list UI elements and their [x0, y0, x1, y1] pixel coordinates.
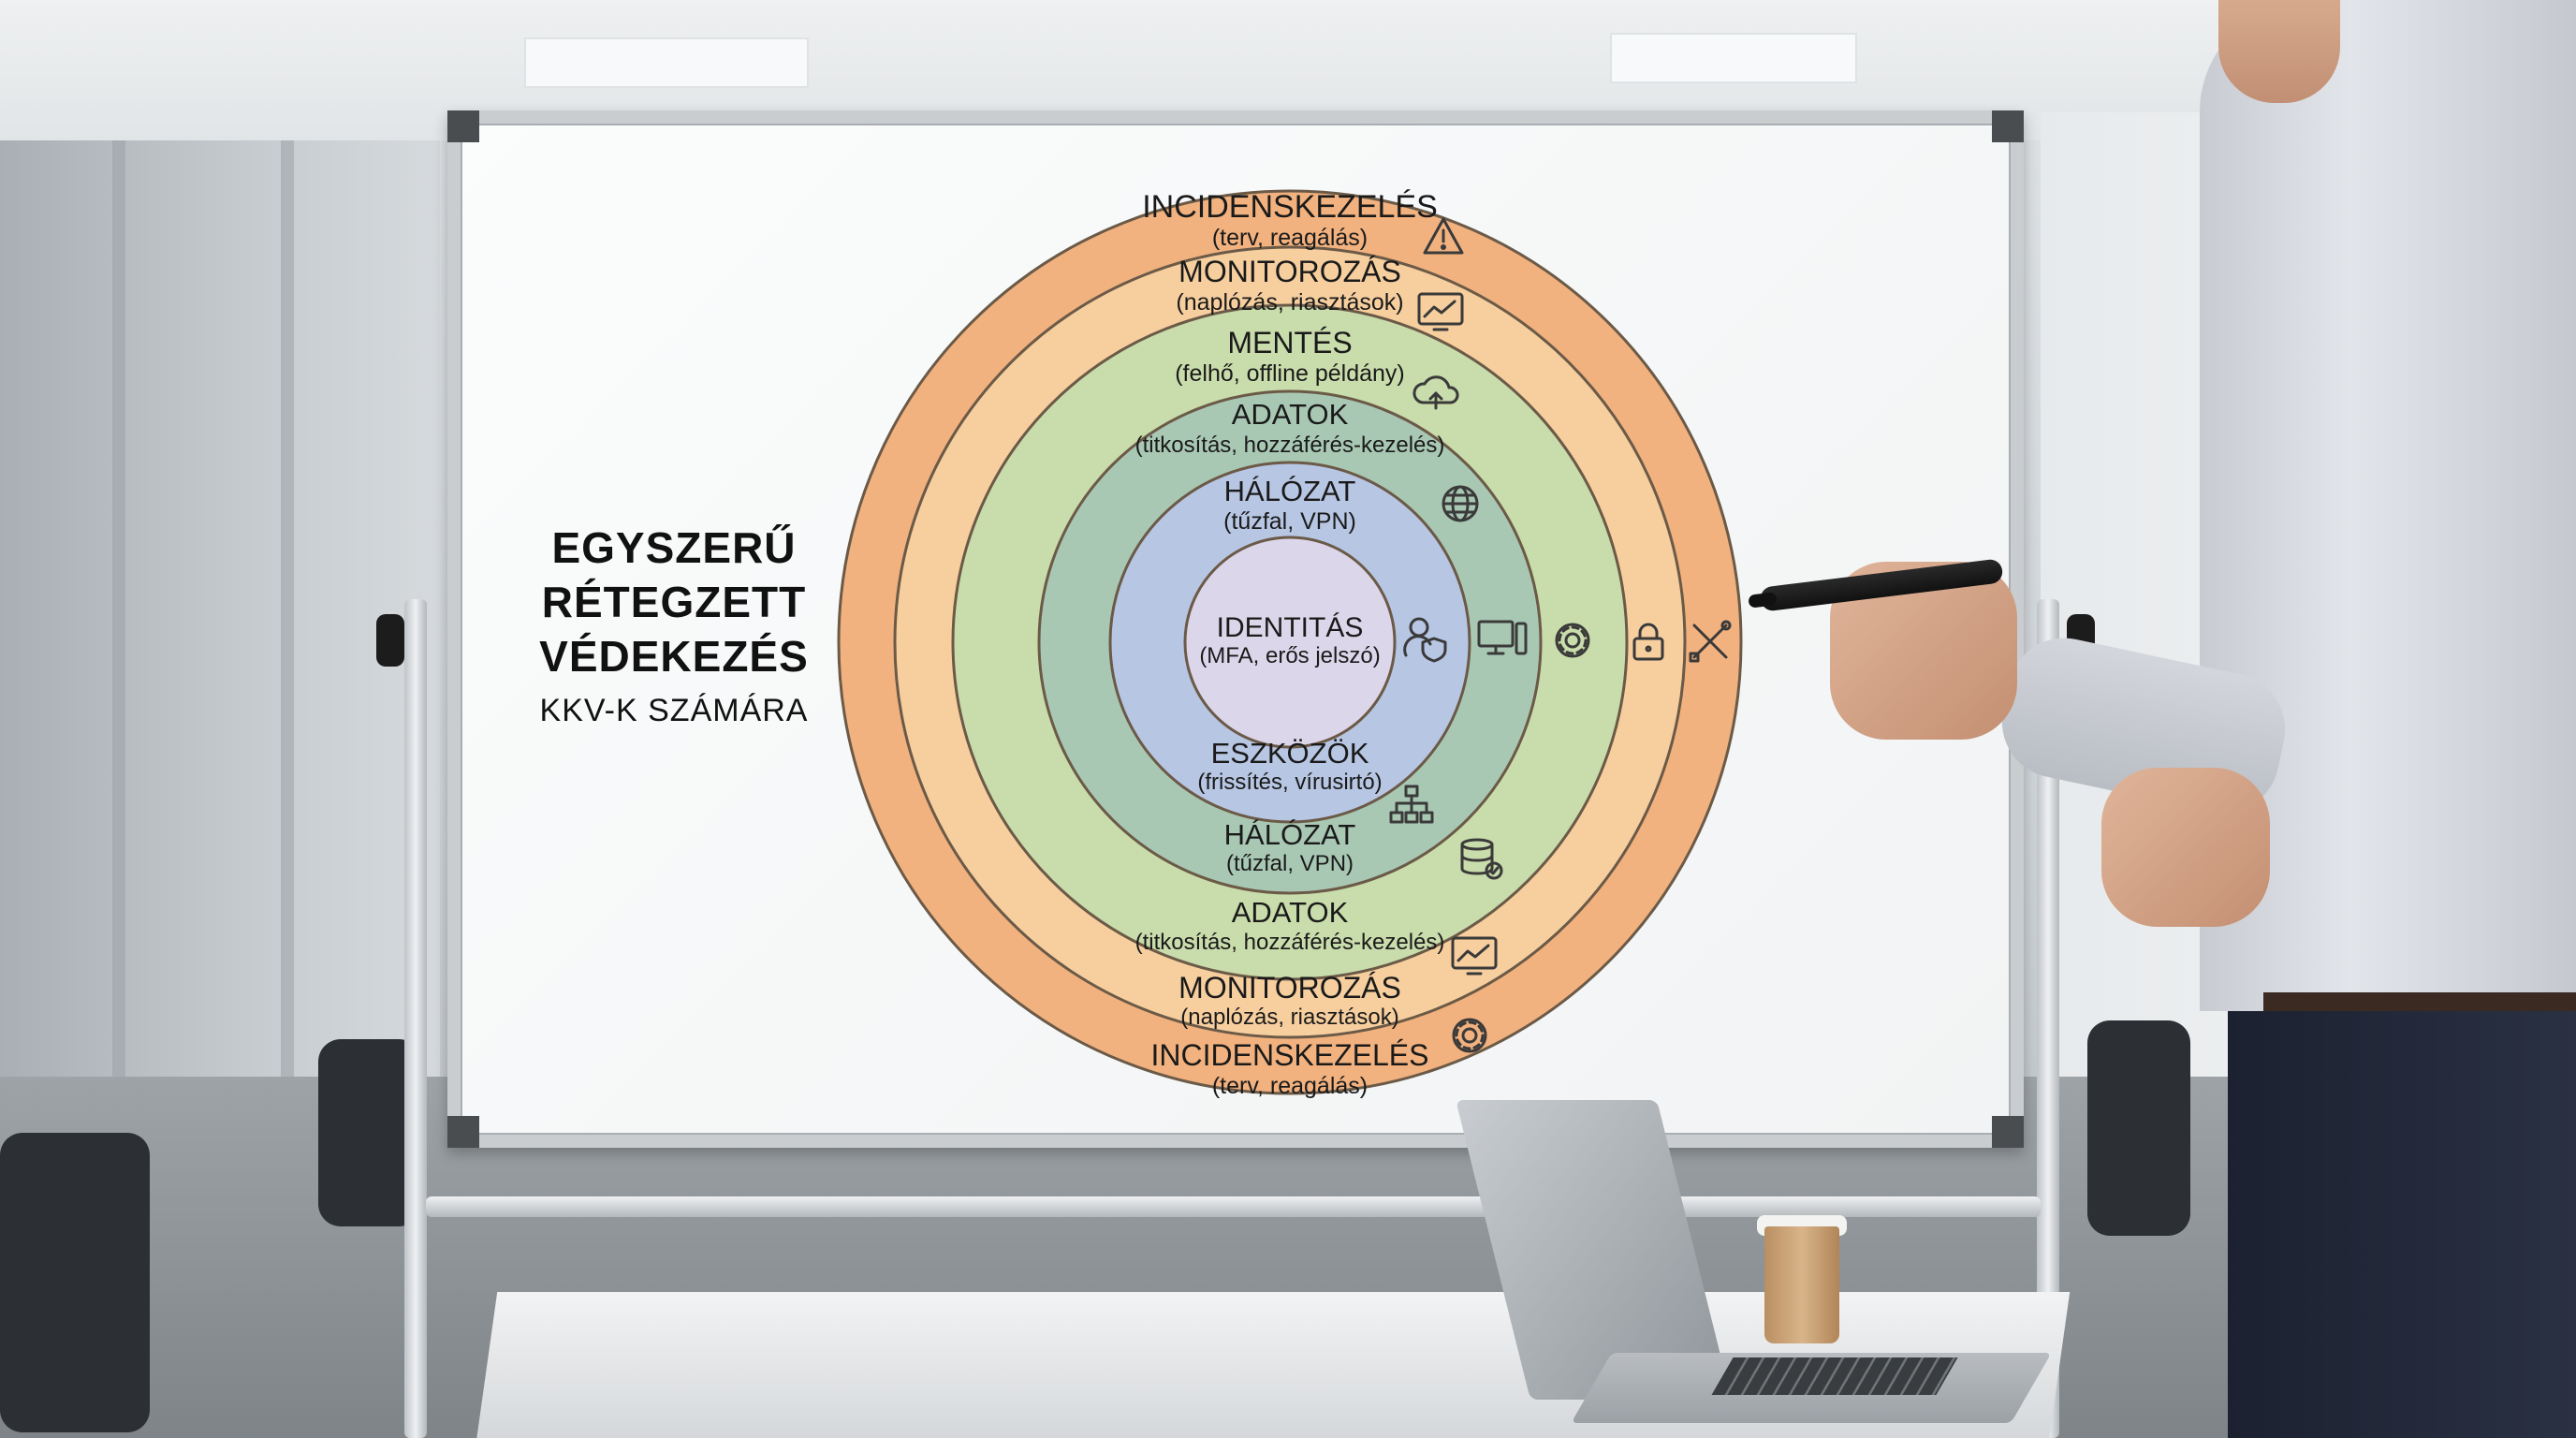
top-ring-5-name: HÁLÓZAT — [1224, 475, 1356, 507]
tools-icon — [1689, 620, 1732, 663]
board-knob — [376, 614, 404, 667]
cloud-backup-icon — [1412, 375, 1459, 410]
bottom-ring-2-name: HÁLÓZAT — [1224, 818, 1356, 851]
bottom-ring-1-name: ESZKÖZÖK — [1211, 737, 1369, 770]
presenter-hand — [2101, 768, 2270, 927]
board-title: EGYSZERŰ RÉTEGZETT VÉDEKEZÉS KKV-K SZÁMÁ… — [487, 521, 861, 734]
bottom-ring-4-sub: (naplózás, riasztások) — [1180, 1005, 1398, 1030]
title-line-2: RÉTEGZETT — [541, 578, 807, 626]
bottom-ring-5-sub: (terv, reagálás) — [1212, 1073, 1368, 1099]
computer-icon — [1477, 620, 1528, 655]
title-line-3: VÉDEKEZÉS — [539, 632, 809, 681]
office-chair — [0, 1133, 150, 1432]
user-shield-icon — [1403, 617, 1447, 663]
top-ring-4-sub: (titkosítás, hozzáférés-kezelés) — [1135, 433, 1445, 458]
gear-icon — [1555, 623, 1590, 658]
office-chair — [318, 1039, 421, 1226]
board-corner — [447, 1116, 479, 1148]
coffee-cup — [1764, 1226, 1839, 1343]
title-line-1: EGYSZERŰ — [551, 523, 797, 572]
top-ring-2-name: MONITOROZÁS — [1178, 255, 1401, 288]
top-ring-3-sub: (felhő, offline példány) — [1175, 360, 1405, 387]
stand-post — [404, 599, 427, 1438]
monitor-chart-icon — [1417, 292, 1464, 331]
board-corner — [447, 110, 479, 142]
network-tree-icon — [1389, 785, 1434, 824]
monitor-chart-icon — [1451, 936, 1498, 976]
top-ring-5-sub: (tűzfal, VPN) — [1223, 508, 1356, 535]
board-corner — [1992, 110, 2024, 142]
lock-icon — [1632, 623, 1664, 661]
bottom-ring-5-name: INCIDENSKEZELÉS — [1151, 1038, 1429, 1072]
globe-icon — [1442, 485, 1479, 522]
board-corner — [1992, 1116, 2024, 1148]
bottom-ring-4-name: MONITOROZÁS — [1178, 971, 1401, 1005]
ceiling-light — [524, 37, 809, 88]
top-ring-3-name: MENTÉS — [1227, 326, 1352, 360]
bottom-ring-1-sub: (frissítés, vírusirtó) — [1197, 770, 1382, 795]
window-wall — [0, 140, 440, 1077]
top-ring-4-name: ADATOK — [1232, 398, 1349, 431]
gear-icon — [1452, 1018, 1487, 1053]
bottom-ring-3-sub: (titkosítás, hozzáférés-kezelés) — [1135, 930, 1445, 955]
presenter-neck — [2218, 0, 2340, 103]
core-sub: (MFA, erős jelszó) — [1199, 643, 1380, 668]
ceiling-light — [1610, 33, 1857, 83]
presenter-pants — [2228, 1011, 2576, 1438]
core-name: IDENTITÁS — [1217, 612, 1364, 643]
laptop-keyboard — [1711, 1357, 1958, 1395]
ring-identity — [1183, 536, 1397, 749]
warning-icon — [1423, 217, 1464, 255]
office-chair — [2087, 1020, 2190, 1236]
title-line-4: KKV-K SZÁMÁRA — [539, 693, 809, 728]
bottom-ring-3-name: ADATOK — [1232, 896, 1349, 929]
top-ring-2-sub: (naplózás, riasztások) — [1176, 289, 1403, 315]
top-ring-1-sub: (terv, reagálás) — [1212, 225, 1368, 251]
database-check-icon — [1460, 838, 1503, 880]
window-frame — [281, 140, 294, 1077]
top-ring-1-name: INCIDENSKEZELÉS — [1142, 189, 1438, 225]
bottom-ring-2-sub: (tűzfal, VPN) — [1226, 851, 1354, 876]
window-frame — [112, 140, 125, 1077]
